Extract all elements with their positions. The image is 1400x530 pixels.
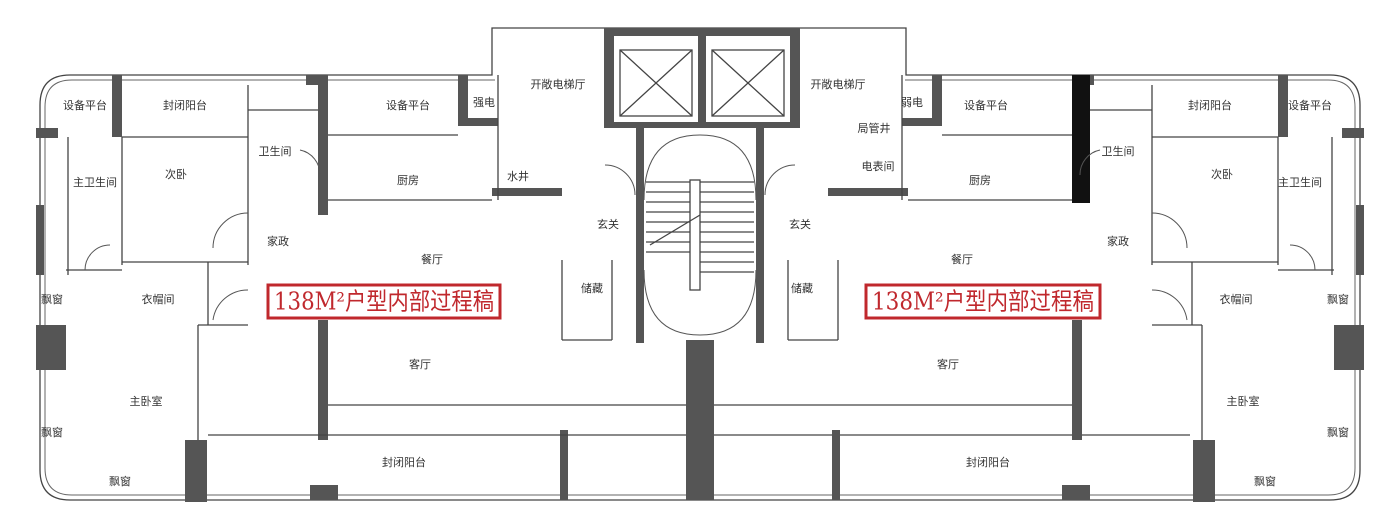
room-label: 飘窗 [41, 292, 63, 306]
room-label: 储藏 [581, 281, 603, 295]
room-label: 储藏 [791, 281, 813, 295]
room-label: 封闭阳台 [966, 455, 1010, 469]
left-unit-labels: 设备平台 封闭阳台 设备平台 强电 开敞电梯厅 卫生间 次卧 主卫生间 厨房 水… [41, 77, 619, 488]
room-label: 设备平台 [1288, 98, 1332, 112]
room-label: 主卫生间 [1278, 175, 1322, 189]
room-label: 衣帽间 [142, 292, 175, 306]
room-label: 强电 [473, 96, 495, 109]
room-label: 飘窗 [1327, 292, 1349, 306]
right-unit-walls [764, 75, 1364, 502]
room-label: 飘窗 [41, 425, 63, 439]
room-label: 封闭阳台 [382, 455, 426, 469]
left-unit-walls [36, 75, 1190, 502]
room-label: 局管井 [858, 121, 891, 135]
room-label: 玄关 [789, 217, 811, 231]
outer-wall [39, 27, 1361, 501]
room-label: 开敞电梯厅 [531, 77, 586, 91]
room-label: 次卧 [165, 167, 187, 181]
staircase [636, 128, 764, 500]
room-label: 主卧室 [130, 394, 163, 408]
room-label: 设备平台 [964, 98, 1008, 112]
room-label: 厨房 [397, 174, 419, 187]
room-label: 次卧 [1211, 167, 1233, 181]
room-label: 餐厅 [421, 252, 443, 266]
right-unit-labels: 开敞电梯厅 弱电 设备平台 局管井 电表间 卫生间 封闭阳台 设备平台 次卧 主… [789, 77, 1349, 488]
room-label: 家政 [1107, 234, 1129, 248]
room-label: 设备平台 [63, 98, 107, 112]
room-label: 飘窗 [1327, 425, 1349, 439]
room-label: 厨房 [969, 174, 991, 187]
room-label: 开敞电梯厅 [811, 77, 866, 91]
room-label: 客厅 [409, 357, 431, 371]
left-stamp: 138M²户型内部过程稿 [266, 283, 502, 320]
room-label: 封闭阳台 [163, 98, 207, 112]
room-label: 飘窗 [1254, 474, 1276, 488]
elevator-core [604, 28, 800, 128]
room-label: 主卧室 [1227, 394, 1260, 408]
room-label: 卫生间 [1102, 144, 1135, 158]
room-label: 电表间 [862, 159, 895, 173]
room-label: 玄关 [597, 217, 619, 231]
room-label: 弱电 [901, 96, 923, 109]
outer-wall-inner [44, 79, 1356, 496]
room-label: 客厅 [937, 357, 959, 371]
right-stamp: 138M²户型内部过程稿 [864, 283, 1102, 320]
room-label: 封闭阳台 [1188, 98, 1232, 112]
room-label: 家政 [267, 234, 289, 248]
stamp-text: 138M²户型内部过程稿 [274, 288, 494, 316]
stamp-text: 138M²户型内部过程稿 [872, 288, 1094, 316]
room-label: 飘窗 [109, 474, 131, 488]
elevator-icon [711, 49, 785, 117]
room-label: 主卫生间 [73, 175, 117, 189]
room-label: 设备平台 [386, 98, 430, 112]
room-label: 衣帽间 [1220, 292, 1253, 306]
room-label: 卫生间 [259, 144, 292, 158]
room-label: 餐厅 [951, 252, 973, 266]
room-label: 水井 [507, 169, 529, 183]
elevator-icon [619, 49, 693, 117]
